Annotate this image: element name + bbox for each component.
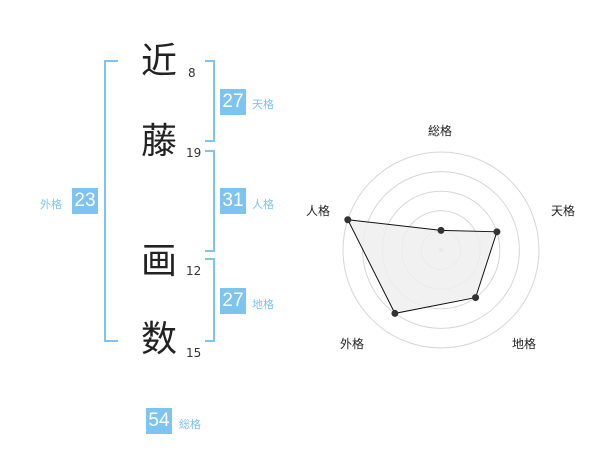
gaikaku-value: 23 bbox=[72, 188, 98, 214]
radar-axis-tenkaku: 天格 bbox=[551, 204, 576, 218]
chikaku-label: 地格 bbox=[252, 298, 274, 311]
radar-point-1 bbox=[493, 228, 501, 236]
radar-points bbox=[344, 216, 501, 317]
soukaku-value: 54 bbox=[146, 408, 172, 434]
tenkaku-label: 天格 bbox=[252, 98, 274, 111]
jinkaku-value: 31 bbox=[220, 188, 246, 214]
radar-axis-jinkaku: 人格 bbox=[306, 204, 331, 218]
radar-point-0 bbox=[437, 226, 445, 234]
char-3: 画 bbox=[141, 241, 178, 282]
radar-point-4 bbox=[344, 216, 352, 224]
char-2: 藤 bbox=[141, 121, 178, 162]
radar-point-3 bbox=[391, 309, 399, 317]
radar-point-2 bbox=[472, 294, 480, 302]
radar-axis-gaikaku: 外格 bbox=[340, 337, 365, 351]
radar-axis-chikaku: 地格 bbox=[512, 337, 537, 351]
char-2-strokes: 19 bbox=[186, 146, 202, 160]
char-4: 数 bbox=[141, 319, 178, 360]
gaikaku-bracket bbox=[104, 60, 118, 342]
char-1-strokes: 8 bbox=[188, 66, 196, 80]
chikaku-value: 27 bbox=[220, 288, 246, 314]
char-3-strokes: 12 bbox=[186, 264, 202, 278]
chikaku-bracket bbox=[205, 258, 215, 342]
radar-area bbox=[346, 219, 498, 314]
char-1: 近 bbox=[141, 41, 178, 82]
radar-ring bbox=[342, 151, 540, 349]
char-4-strokes: 15 bbox=[186, 346, 202, 360]
tenkaku-value: 27 bbox=[220, 89, 246, 115]
tenkaku-bracket bbox=[205, 60, 215, 142]
gaikaku-label: 外格 bbox=[40, 198, 62, 211]
soukaku-label: 総格 bbox=[179, 418, 201, 431]
radar-axis-soukaku: 総格 bbox=[428, 124, 453, 138]
jinkaku-label: 人格 bbox=[252, 198, 274, 211]
jinkaku-bracket bbox=[205, 150, 215, 252]
